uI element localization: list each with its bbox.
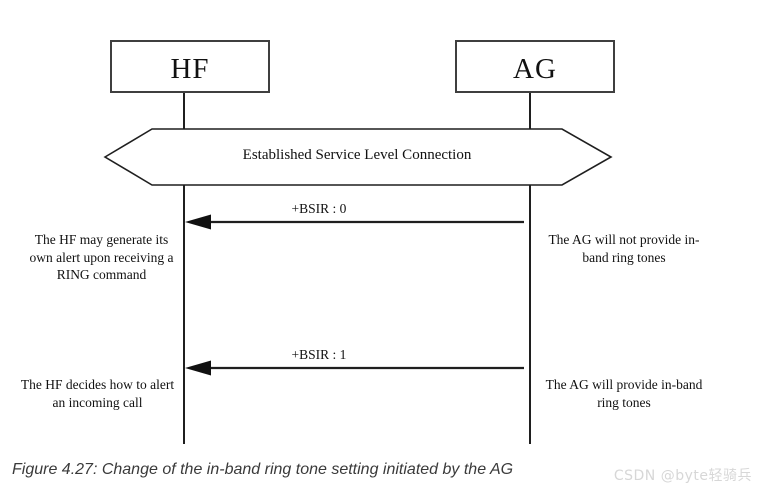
arrowhead-left-icon bbox=[185, 214, 211, 230]
slc-banner-shape bbox=[103, 128, 613, 186]
arrowhead-left-icon bbox=[185, 360, 211, 376]
note-ag-inband: The AG will provide in-band ring tones bbox=[545, 377, 703, 410]
message-label-bsir1: +BSIR : 1 bbox=[291, 347, 347, 362]
figure-caption: Figure 4.27: Change of the in-band ring … bbox=[12, 461, 514, 478]
csdn-watermark: CSDN @byte轻骑兵 bbox=[613, 468, 752, 484]
message-label-bsir0: +BSIR : 0 bbox=[291, 201, 347, 216]
participant-label-ag: AG bbox=[513, 53, 557, 85]
participant-box-ag: AG bbox=[455, 40, 615, 93]
participant-label-hf: HF bbox=[170, 53, 210, 85]
participant-box-hf: HF bbox=[110, 40, 270, 93]
message-arrow-bsir1 bbox=[185, 360, 524, 376]
note-ag-no-inband: The AG will not provide in- band ring to… bbox=[548, 232, 700, 265]
note-hf-alert-decision: The HF decides how to alert an incoming … bbox=[20, 377, 175, 410]
note-hf-ring-command: The HF may generate its own alert upon r… bbox=[29, 232, 174, 282]
message-arrow-bsir0 bbox=[185, 214, 524, 230]
slc-banner-label: Established Service Level Connection bbox=[242, 147, 472, 163]
